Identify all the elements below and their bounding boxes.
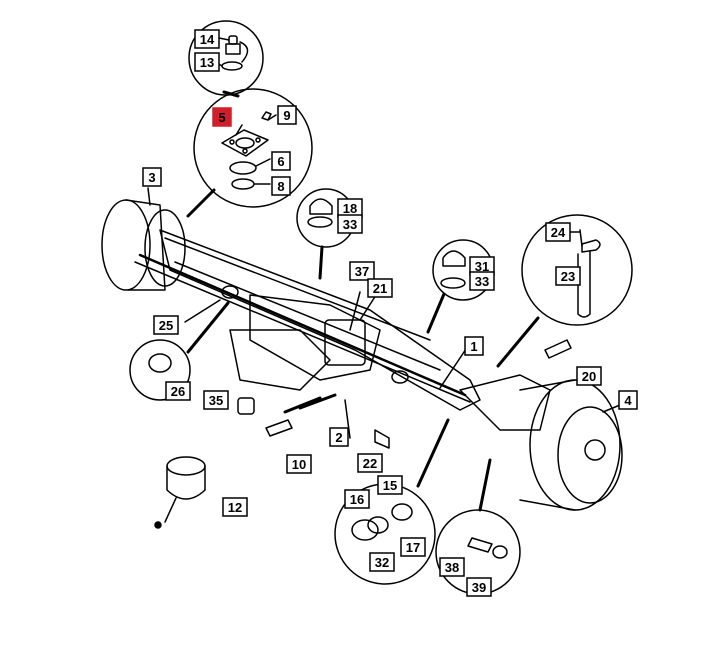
callout-box [464, 336, 484, 356]
callout-box [286, 454, 312, 474]
callout-label: 13 [200, 55, 214, 70]
callout-37: 37 [349, 261, 375, 281]
callout-box [466, 577, 492, 597]
callout-box [194, 29, 220, 49]
callout-25: 25 [153, 315, 179, 335]
callout-33: 33 [469, 271, 495, 291]
callout-box [369, 552, 395, 572]
callout-3: 3 [142, 167, 162, 187]
detail-circle-kingpin-cap [193, 88, 313, 208]
callout-10: 10 [286, 454, 312, 474]
callout-box [367, 278, 393, 298]
callout-label: 15 [383, 478, 397, 493]
callout-box [349, 261, 375, 281]
callout-12: 12 [222, 497, 248, 517]
callout-label: 2 [335, 430, 342, 445]
callout-box [555, 266, 581, 286]
callout-label: 33 [475, 274, 489, 289]
callout-20: 20 [576, 366, 602, 386]
callout-label: 31 [475, 259, 489, 274]
callout-31: 31 [469, 256, 495, 276]
callout-box [222, 497, 248, 517]
callout-14: 14 [194, 29, 220, 49]
callout-label: 10 [292, 457, 306, 472]
callout-box [153, 315, 179, 335]
callout-label: 12 [228, 500, 242, 515]
callout-box [469, 271, 495, 291]
callout-label: 3 [148, 170, 155, 185]
callout-box [400, 537, 426, 557]
callout-box [212, 107, 232, 127]
callout-22: 22 [357, 453, 383, 473]
callout-38: 38 [439, 557, 465, 577]
callout-label: 16 [350, 492, 364, 507]
callout-box [277, 105, 297, 125]
callout-label: 35 [209, 393, 223, 408]
callout-13: 13 [194, 52, 220, 72]
callout-8: 8 [271, 176, 291, 196]
callout-box [344, 489, 370, 509]
callout-24: 24 [545, 222, 571, 242]
callout-label: 39 [472, 580, 486, 595]
callout-23: 23 [555, 266, 581, 286]
callout-box [439, 557, 465, 577]
callout-5: 5 [212, 107, 232, 127]
callout-label: 37 [355, 264, 369, 279]
callout-label: 23 [561, 269, 575, 284]
callout-box [576, 366, 602, 386]
callout-17: 17 [400, 537, 426, 557]
callout-label: 1 [470, 339, 477, 354]
callout-33: 33 [337, 214, 363, 234]
callout-label: 21 [373, 281, 387, 296]
callout-box [142, 167, 162, 187]
callout-box [618, 390, 638, 410]
detail-circle-pin [521, 214, 633, 326]
callout-label: 32 [375, 555, 389, 570]
callout-box [545, 222, 571, 242]
callout-39: 39 [466, 577, 492, 597]
callout-label: 38 [445, 560, 459, 575]
callout-15: 15 [377, 475, 403, 495]
callout-4: 4 [618, 390, 638, 410]
callout-21: 21 [367, 278, 393, 298]
callout-18: 18 [337, 198, 363, 218]
callout-box [377, 475, 403, 495]
callout-9: 9 [277, 105, 297, 125]
callout-box [194, 52, 220, 72]
callout-label: 4 [624, 393, 632, 408]
callout-6: 6 [271, 151, 291, 171]
callout-2: 2 [329, 427, 349, 447]
callout-label: 26 [171, 384, 185, 399]
callout-box [271, 151, 291, 171]
callout-box [329, 427, 349, 447]
callout-label: 14 [200, 32, 215, 47]
callout-label: 20 [582, 369, 596, 384]
callout-box [203, 390, 229, 410]
callout-label: 9 [283, 108, 290, 123]
callout-label: 33 [343, 217, 357, 232]
callout-label: 24 [551, 225, 566, 240]
callout-26: 26 [165, 381, 191, 401]
callout-16: 16 [344, 489, 370, 509]
callout-label: 25 [159, 318, 173, 333]
callout-box [337, 214, 363, 234]
callout-box [165, 381, 191, 401]
callout-label: 22 [363, 456, 377, 471]
callout-1: 1 [464, 336, 484, 356]
callout-label: 6 [277, 154, 284, 169]
callout-box [357, 453, 383, 473]
callout-label: 18 [343, 201, 357, 216]
callout-box [271, 176, 291, 196]
callout-label: 8 [277, 179, 284, 194]
callout-label: 5 [218, 110, 225, 125]
callout-32: 32 [369, 552, 395, 572]
callout-35: 35 [203, 390, 229, 410]
callout-label: 17 [406, 540, 420, 555]
